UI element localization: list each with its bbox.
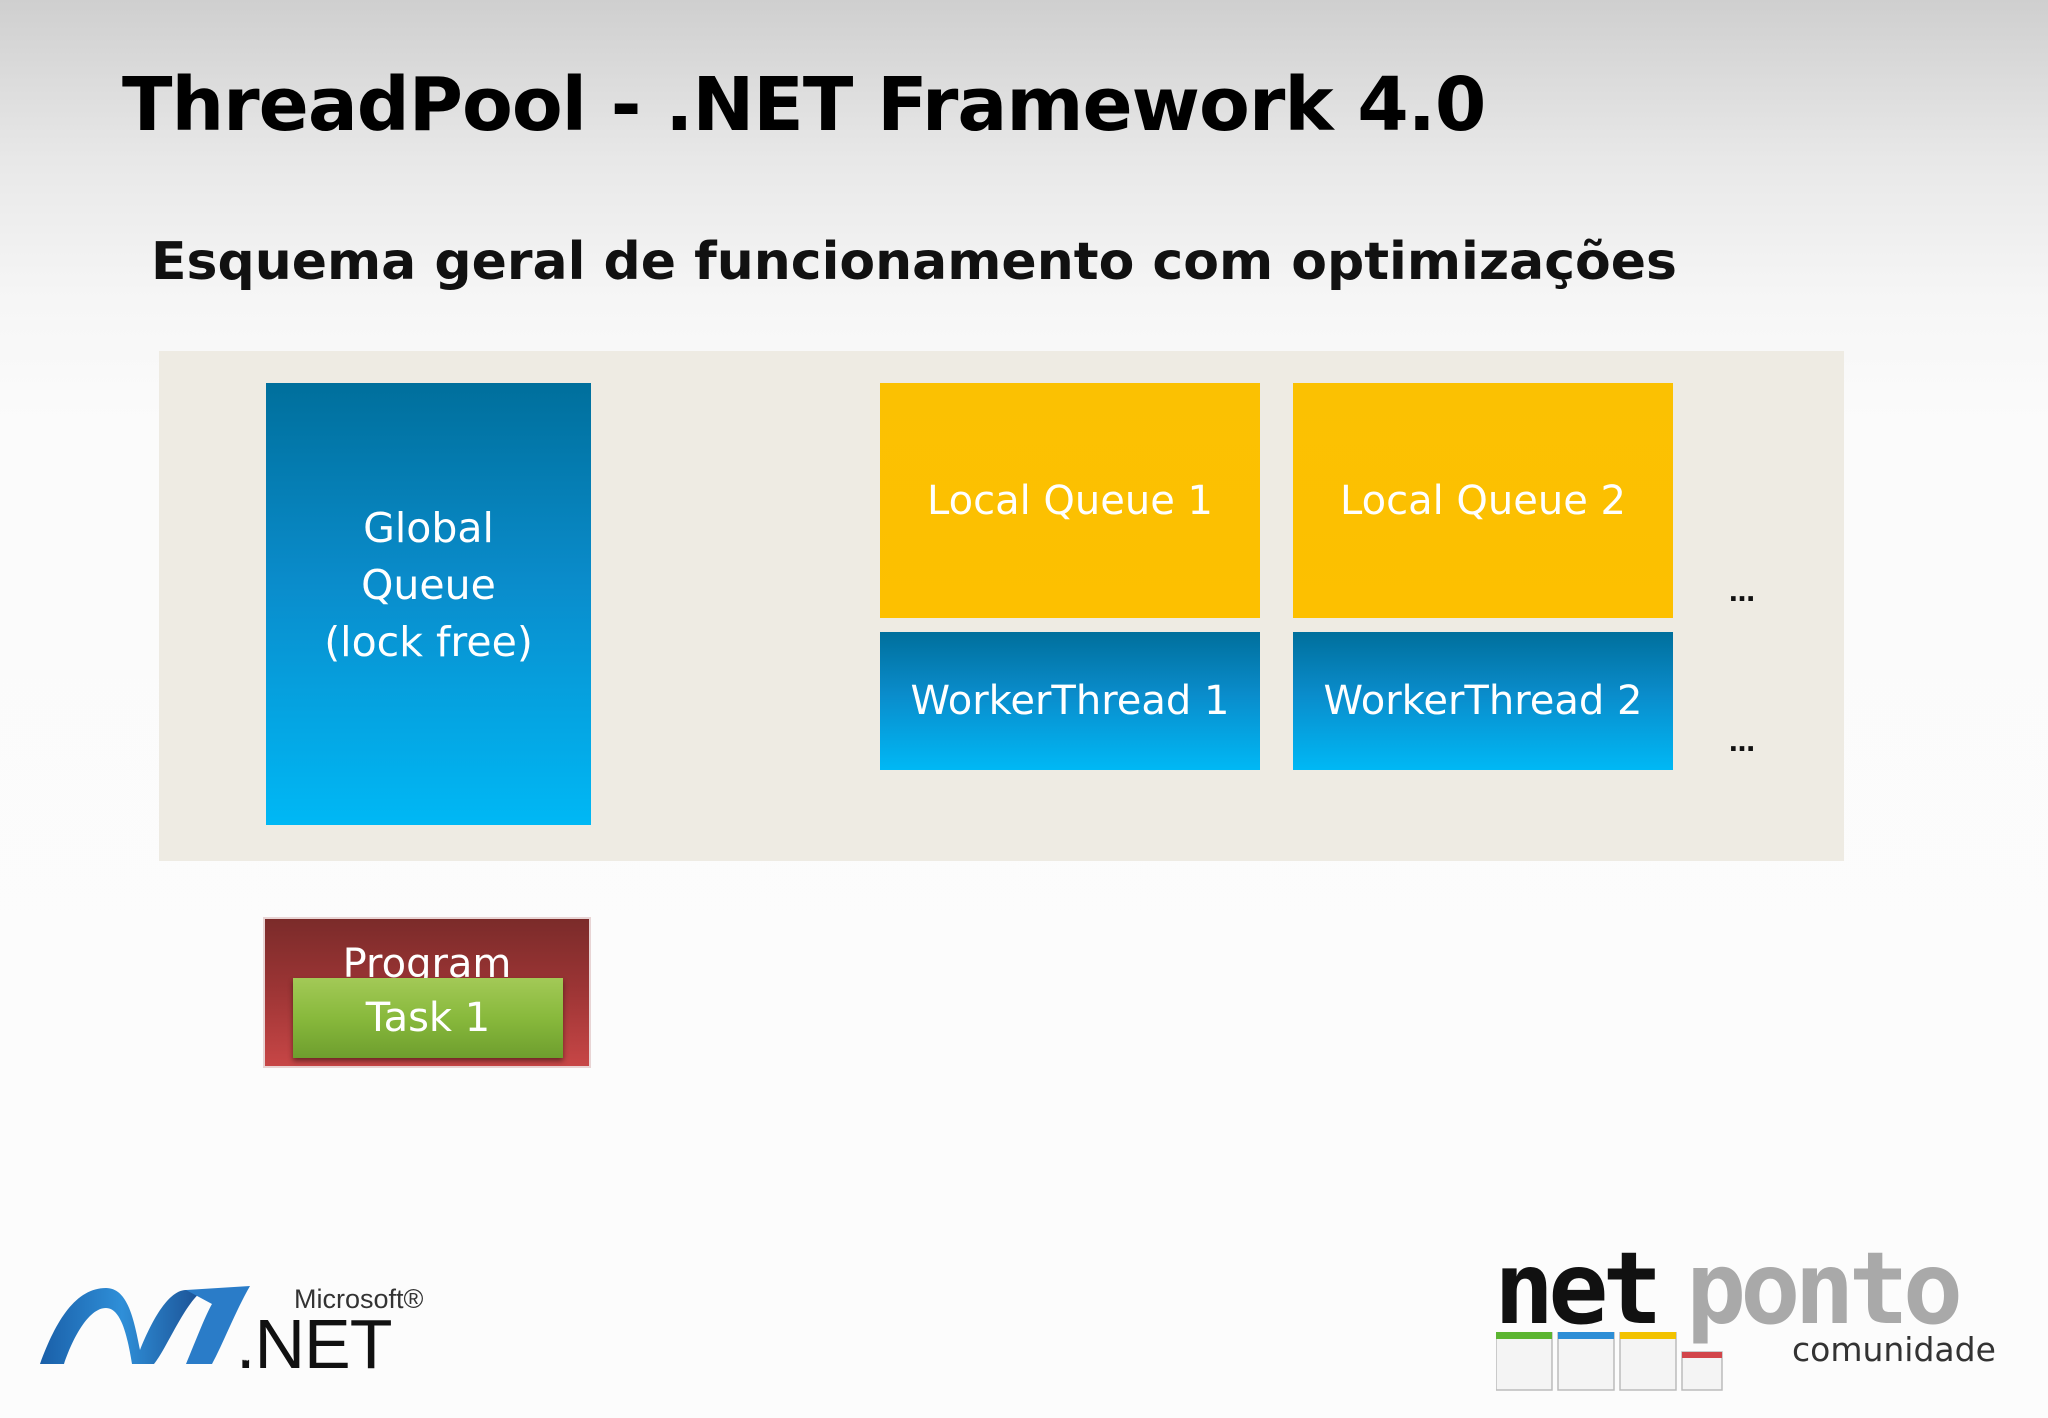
netponto-tiles-icon bbox=[1496, 1332, 1723, 1391]
task-1-box: Task 1 bbox=[293, 978, 563, 1058]
netponto-net-text: net bbox=[1494, 1230, 1663, 1347]
netponto-tagline: comunidade bbox=[1792, 1330, 1996, 1369]
dotnet-wave-icon bbox=[40, 1286, 250, 1364]
worker-thread-1-box: WorkerThread 1 bbox=[880, 632, 1260, 770]
local-queue-2-box: Local Queue 2 bbox=[1293, 383, 1673, 618]
trademark-label: ™ bbox=[241, 1358, 250, 1368]
slide-title: ThreadPool - .NET Framework 4.0 bbox=[122, 62, 1486, 148]
local-queue-ellipsis: … bbox=[1729, 578, 1756, 608]
dotnet-label: .NET bbox=[236, 1305, 392, 1383]
netponto-logo: net ponto comunidade bbox=[1490, 1230, 2010, 1400]
global-queue-box: Global Queue (lock free) bbox=[266, 383, 591, 825]
netponto-ponto-text: ponto bbox=[1686, 1230, 1963, 1347]
slide-subtitle: Esquema geral de funcionamento com optim… bbox=[151, 232, 1678, 292]
microsoft-dotnet-logo: Microsoft® ™ .NET bbox=[36, 1270, 423, 1383]
local-queue-1-box: Local Queue 1 bbox=[880, 383, 1260, 618]
worker-thread-2-box: WorkerThread 2 bbox=[1293, 632, 1673, 770]
microsoft-label: Microsoft® bbox=[294, 1284, 424, 1314]
worker-thread-ellipsis: … bbox=[1729, 728, 1756, 758]
